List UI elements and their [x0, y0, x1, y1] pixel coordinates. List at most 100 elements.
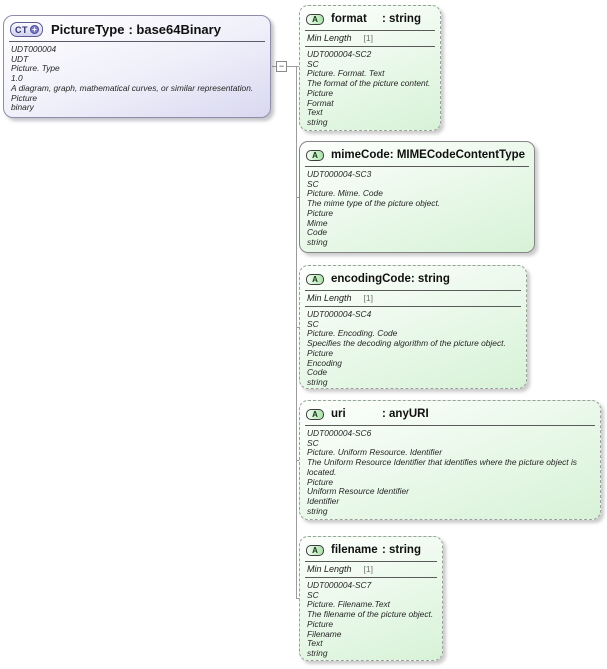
- attribute-header: A format : string: [300, 6, 440, 28]
- annotation-line: Encoding: [307, 357, 342, 368]
- attribute-annotations: UDT000004-SC6 SC Picture. Uniform Resour…: [300, 426, 600, 516]
- annotation-line: string: [307, 376, 328, 387]
- complex-type-title: PictureType: base64Binary: [51, 22, 221, 37]
- facet-cardinality: [1]: [363, 293, 373, 303]
- header-divider: [305, 561, 437, 562]
- attribute-annotations: UDT000004-SC2 SC Picture. Format. Text T…: [300, 47, 440, 128]
- attribute-header: A mimeCode: MIMECodeContentType: [300, 142, 534, 164]
- annotation-line: binary: [11, 102, 34, 113]
- facet-divider: [305, 577, 437, 578]
- annotation-line: string: [307, 236, 328, 247]
- annotation-line: Text: [307, 107, 323, 118]
- complex-type-box-picturetype[interactable]: CT + PictureType: base64Binary UDT000004…: [3, 15, 271, 118]
- annotation-line: SC: [307, 318, 319, 329]
- annotation-line: SC: [307, 589, 319, 600]
- annotation-line: SC: [307, 437, 319, 448]
- attribute-icon: A: [306, 408, 324, 420]
- facet-row: Min Length [1]: [300, 31, 440, 44]
- attribute-name: mimeCode: [331, 149, 390, 161]
- attribute-type: : string: [382, 13, 421, 25]
- annotation-line: The format of the picture content.: [307, 78, 431, 89]
- annotation-line: Mime: [307, 217, 328, 228]
- attribute-type: : string: [382, 544, 421, 556]
- header-divider: [305, 425, 595, 426]
- connector-stub-encodingcode: [296, 327, 299, 328]
- facet-row: Min Length [1]: [300, 291, 526, 304]
- complex-type-annotations: UDT000004 UDT Picture. Type 1.0 A diagra…: [4, 42, 270, 113]
- annotation-line: The Uniform Resource Identifier that ide…: [307, 457, 577, 477]
- facet-divider: [305, 306, 521, 307]
- connector-stub-uri: [296, 460, 299, 461]
- attribute-icon: A: [306, 273, 324, 285]
- annotation-line: Picture: [307, 347, 334, 358]
- facet-row: Min Length [1]: [300, 562, 442, 575]
- annotation-line: A diagram, graph, mathematical curves, o…: [11, 82, 254, 93]
- attribute-icon: A: [306, 13, 324, 25]
- annotation-line: UDT000004-SC4: [307, 309, 372, 319]
- header-divider: [305, 30, 435, 31]
- minus-icon: −: [278, 61, 285, 71]
- annotation-line: UDT000004: [11, 44, 57, 54]
- attribute-box-filename[interactable]: A filename: string Min Length [1] UDT000…: [299, 536, 443, 661]
- attribute-icon: A: [306, 544, 324, 556]
- attribute-box-encodingcode[interactable]: A encodingCode: string Min Length [1] UD…: [299, 265, 527, 389]
- attribute-box-uri[interactable]: A uri: anyURI UDT000004-SC6 SC Picture. …: [299, 400, 601, 520]
- annotation-line: Picture: [11, 92, 38, 103]
- attribute-annotations: UDT000004-SC4 SC Picture. Encoding. Code…: [300, 307, 526, 388]
- annotation-line: Text: [307, 638, 323, 649]
- attribute-title: filename: string: [331, 544, 421, 556]
- complex-type-name: PictureType: [51, 22, 125, 37]
- attribute-box-mimecode[interactable]: A mimeCode: MIMECodeContentType UDT00000…: [299, 141, 535, 253]
- annotation-line: Picture. Mime. Code: [307, 188, 383, 199]
- annotation-line: SC: [307, 178, 319, 189]
- facet-cardinality: [1]: [363, 564, 373, 574]
- annotation-line: 1.0: [11, 73, 23, 84]
- facet-name: Min Length: [307, 564, 352, 574]
- annotation-line: UDT000004-SC6: [307, 428, 372, 438]
- attribute-title: mimeCode: MIMECodeContentType: [331, 149, 525, 161]
- attribute-title: uri: anyURI: [331, 408, 429, 420]
- facet-name: Min Length: [307, 293, 352, 303]
- facet-divider: [305, 46, 435, 47]
- annotation-line: string: [307, 647, 328, 658]
- facet-cardinality: [1]: [363, 33, 373, 43]
- attribute-annotations: UDT000004-SC3 SC Picture. Mime. Code The…: [300, 167, 534, 248]
- annotation-line: Picture. Format. Text: [307, 68, 385, 79]
- annotation-line: Picture: [307, 476, 334, 487]
- attribute-title: encodingCode: string: [331, 273, 450, 285]
- attribute-name: format: [331, 13, 367, 25]
- attribute-name: uri: [331, 408, 346, 420]
- attribute-type: : MIMECodeContentType: [389, 149, 526, 161]
- expand-plus-icon: +: [30, 25, 39, 34]
- header-divider: [9, 41, 265, 42]
- connector-stub-mimecode: [296, 197, 299, 198]
- complex-type-icon: CT +: [10, 22, 43, 37]
- annotation-line: string: [307, 116, 328, 127]
- annotation-line: Identifier: [307, 495, 340, 506]
- complex-type-badge-label: CT: [15, 24, 28, 35]
- attribute-header: A encodingCode: string: [300, 266, 526, 288]
- annotation-line: Filename: [307, 628, 342, 639]
- collapse-button[interactable]: −: [276, 61, 287, 72]
- annotation-line: Picture. Encoding. Code: [307, 328, 398, 339]
- annotation-line: Picture. Filename.Text: [307, 599, 391, 610]
- annotation-line: Picture: [307, 207, 334, 218]
- annotation-line: The mime type of the picture object.: [307, 198, 441, 209]
- annotation-line: Code: [307, 367, 328, 378]
- attribute-icon: A: [306, 149, 324, 161]
- annotation-line: SC: [307, 58, 319, 69]
- annotation-line: Picture. Uniform Resource. Identifier: [307, 447, 442, 458]
- facet-name: Min Length: [307, 33, 352, 43]
- header-divider: [305, 290, 521, 291]
- connector-trunk-line: [296, 66, 297, 598]
- attribute-title: format : string: [331, 13, 421, 25]
- annotation-line: Uniform Resource Identifier: [307, 486, 409, 497]
- attribute-header: A filename: string: [300, 537, 442, 559]
- annotation-line: Picture: [307, 618, 334, 629]
- annotation-line: UDT: [11, 53, 29, 64]
- annotation-line: UDT000004-SC2: [307, 49, 372, 59]
- attribute-box-format[interactable]: A format : string Min Length [1] UDT00000…: [299, 5, 441, 131]
- header-divider: [305, 166, 529, 167]
- annotation-line: string: [307, 505, 328, 516]
